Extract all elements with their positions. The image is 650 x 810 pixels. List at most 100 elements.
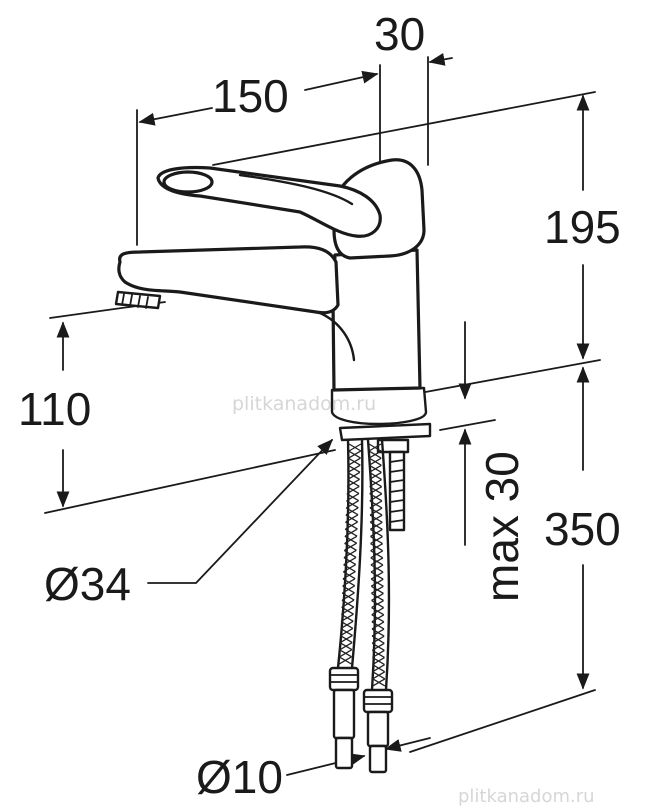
aerator bbox=[114, 290, 162, 310]
braid-strand bbox=[343, 564, 356, 573]
braid-strand bbox=[369, 493, 383, 502]
label-110: 110 bbox=[18, 383, 91, 435]
braid-strand bbox=[345, 514, 359, 523]
dimension-labels: 30 150 195 110 350 max 30 Ø34 Ø10 bbox=[18, 8, 621, 803]
braid-strand bbox=[371, 592, 384, 602]
left-connector bbox=[328, 666, 360, 770]
braid-strand bbox=[341, 599, 355, 608]
braid-strand bbox=[371, 614, 385, 623]
braid-strand bbox=[369, 464, 382, 473]
braid-strand bbox=[346, 486, 360, 495]
label-150: 150 bbox=[212, 70, 289, 122]
hose-braiding bbox=[338, 443, 386, 687]
braid-strand bbox=[339, 642, 353, 651]
braid-strand bbox=[345, 507, 359, 516]
braid-strand bbox=[371, 607, 385, 616]
label-30: 30 bbox=[374, 8, 425, 60]
braid-strand bbox=[370, 571, 384, 580]
braid-strand bbox=[370, 528, 383, 537]
dimension-34-leader bbox=[147, 438, 334, 584]
dimension-10-arrow-right bbox=[384, 737, 431, 752]
dimension-150-arrow-right bbox=[304, 70, 379, 91]
label-diameter-10: Ø10 bbox=[196, 751, 283, 803]
dimension-30-arrow bbox=[428, 53, 453, 66]
right-connector bbox=[362, 688, 394, 774]
watermarks: plitkanadom.ru plitkanadom.ru bbox=[232, 393, 595, 807]
braid-strand bbox=[340, 627, 353, 637]
braid-strand bbox=[345, 521, 358, 530]
braid-strand bbox=[348, 450, 362, 459]
braid-strand bbox=[370, 578, 384, 587]
braid-strand bbox=[339, 649, 352, 658]
braid-strand bbox=[344, 528, 358, 537]
braid-strand bbox=[372, 664, 385, 673]
deck-reference-line bbox=[419, 359, 601, 394]
braid-strand bbox=[341, 592, 355, 601]
spout-body-seam bbox=[318, 311, 356, 362]
braid-strand bbox=[348, 443, 362, 452]
braid-strand bbox=[348, 457, 361, 466]
braid-strand bbox=[371, 600, 384, 609]
watermark-corner: plitkanadom.ru bbox=[458, 786, 595, 807]
braid-strand bbox=[344, 535, 358, 544]
deck-underside-reference-line bbox=[439, 419, 496, 431]
braid-strand bbox=[347, 478, 360, 488]
braid-strand bbox=[371, 642, 385, 651]
left-hose-outer-right bbox=[350, 438, 364, 670]
braid-strand bbox=[340, 620, 354, 629]
faucet bbox=[114, 158, 432, 532]
braid-strand bbox=[372, 671, 386, 680]
braid-strand bbox=[339, 635, 353, 644]
braid-strand bbox=[368, 450, 382, 459]
braid-strand bbox=[370, 543, 383, 552]
braid-strand bbox=[371, 635, 385, 644]
braid-strand bbox=[370, 550, 384, 559]
label-diameter-34: Ø34 bbox=[44, 558, 131, 610]
mounting-plate bbox=[338, 422, 432, 442]
braid-strand bbox=[372, 656, 385, 666]
braid-strand bbox=[368, 457, 382, 466]
braid-strand bbox=[368, 443, 382, 452]
braid-strand bbox=[346, 500, 359, 509]
braid-strand bbox=[372, 649, 385, 658]
label-350: 350 bbox=[544, 503, 621, 555]
braid-strand bbox=[369, 471, 382, 481]
dimension-150-arrow-left bbox=[138, 107, 213, 126]
lever-handle bbox=[156, 165, 382, 238]
right-hose-outer-right bbox=[380, 438, 391, 692]
hose-connectors bbox=[328, 666, 394, 774]
braid-strand bbox=[369, 521, 383, 530]
braid-strand bbox=[347, 471, 361, 480]
braid-strand bbox=[343, 549, 357, 559]
braid-strand bbox=[372, 678, 386, 687]
faucet-body bbox=[331, 248, 422, 392]
deck-surface-reference-line bbox=[44, 449, 336, 514]
braid-strand bbox=[343, 556, 357, 566]
braid-strand bbox=[340, 613, 354, 622]
faucet-base-ring bbox=[330, 386, 428, 426]
braid-strand bbox=[338, 656, 352, 665]
braid-strand bbox=[346, 493, 360, 502]
braid-strand bbox=[370, 557, 384, 566]
hose-end-reference-line bbox=[409, 689, 596, 753]
watermark-center: plitkanadom.ru bbox=[232, 393, 376, 415]
braid-strand bbox=[371, 621, 385, 630]
braid-strand bbox=[342, 571, 356, 580]
dimension-lines bbox=[56, 53, 590, 776]
faucet-spout bbox=[117, 245, 340, 315]
braid-strand bbox=[342, 578, 356, 587]
label-195: 195 bbox=[544, 201, 621, 253]
label-max-30: max 30 bbox=[476, 451, 528, 602]
extension-lines bbox=[44, 56, 601, 753]
top-height-reference-line bbox=[212, 91, 596, 166]
braid-strand bbox=[369, 486, 383, 495]
braid-strand bbox=[347, 464, 361, 473]
braid-strand bbox=[370, 564, 384, 573]
braid-strand bbox=[371, 585, 384, 594]
braid-strand bbox=[344, 542, 357, 551]
braid-strand bbox=[341, 606, 354, 615]
braid-strand bbox=[370, 535, 383, 545]
supply-hoses bbox=[336, 438, 391, 692]
